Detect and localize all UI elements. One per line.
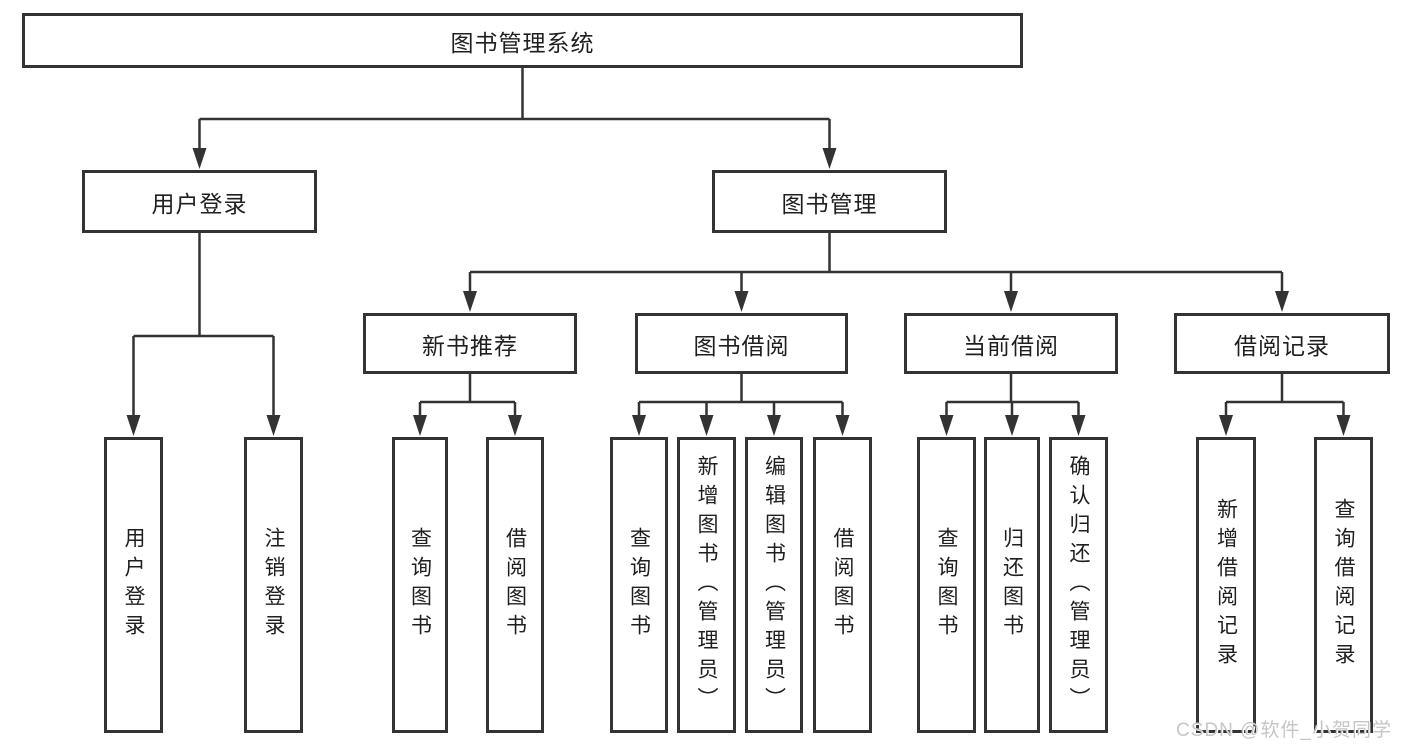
node-return-books-label: 归还图书 — [1000, 527, 1024, 643]
node-borrow-books-label: 借阅图书 — [831, 527, 854, 643]
arrowhead — [192, 148, 207, 169]
arrowhead — [1275, 291, 1289, 312]
node-current-query-books: 查询图书 — [917, 437, 976, 733]
arrowhead — [632, 415, 646, 436]
node-borrow-books: 借阅图书 — [813, 437, 872, 733]
node-logout-label: 注销登录 — [262, 527, 285, 643]
arrowhead — [699, 415, 714, 436]
node-recommend-borrow-books: 借阅图书 — [486, 437, 544, 733]
node-edit-books-admin-label: 编辑图书（管理员） — [762, 454, 786, 716]
arrowhead — [463, 291, 477, 312]
node-user-login: 用户登录 — [104, 437, 163, 733]
node-book-management-module-label: 图书管理 — [781, 190, 878, 217]
arrowhead — [767, 415, 781, 436]
arrowhead — [413, 415, 427, 436]
connector-strokes — [132, 68, 1345, 418]
node-book-borrow: 图书借阅 — [635, 313, 848, 374]
arrowhead — [734, 291, 749, 312]
node-book-management-system: 图书管理系统 — [22, 13, 1023, 68]
node-borrow-query-books-label: 查询图书 — [627, 527, 651, 643]
node-add-books-admin-label: 新增图书（管理员） — [695, 454, 718, 716]
node-current-borrow: 当前借阅 — [904, 313, 1118, 374]
arrowhead — [939, 415, 954, 436]
csdn-watermark: CSDN @软件_小贺同学 — [1176, 720, 1392, 741]
node-logout: 注销登录 — [244, 437, 303, 733]
node-borrow-query-books: 查询图书 — [610, 437, 668, 733]
node-confirm-return-admin-label: 确认归还（管理员） — [1067, 454, 1090, 716]
node-current-query-books-label: 查询图书 — [935, 527, 958, 643]
arrowhead — [822, 148, 837, 169]
arrowhead — [1071, 415, 1086, 436]
node-add-borrow-record: 新增借阅记录 — [1196, 437, 1256, 733]
node-new-book-recommend: 新书推荐 — [363, 313, 577, 374]
node-book-management-system-label: 图书管理系统 — [450, 29, 595, 56]
node-query-borrow-record-label: 查询借阅记录 — [1332, 498, 1355, 672]
node-recommend-borrow-books-label: 借阅图书 — [503, 527, 527, 643]
node-new-book-recommend-label: 新书推荐 — [422, 332, 518, 359]
arrowhead — [1219, 415, 1233, 436]
node-user-login-label: 用户登录 — [122, 527, 145, 643]
node-user-login-module: 用户登录 — [82, 170, 317, 233]
arrowhead — [1005, 415, 1019, 436]
node-return-books: 归还图书 — [984, 437, 1040, 733]
node-current-borrow-label: 当前借阅 — [963, 332, 1059, 359]
node-query-borrow-record: 查询借阅记录 — [1314, 437, 1373, 733]
node-recommend-query-books: 查询图书 — [392, 437, 448, 733]
arrowhead — [1336, 415, 1351, 436]
arrowheads — [126, 148, 1351, 436]
arrowhead — [508, 415, 522, 436]
arrowhead — [835, 415, 850, 436]
node-user-login-module-label: 用户登录 — [151, 190, 248, 217]
node-borrow-records-label: 借阅记录 — [1234, 332, 1330, 359]
node-add-books-admin: 新增图书（管理员） — [677, 437, 736, 733]
node-edit-books-admin: 编辑图书（管理员） — [745, 437, 803, 733]
node-confirm-return-admin: 确认归还（管理员） — [1049, 437, 1108, 733]
node-borrow-records: 借阅记录 — [1174, 313, 1390, 374]
node-book-management-module: 图书管理 — [712, 170, 947, 233]
node-book-borrow-label: 图书借阅 — [693, 332, 790, 359]
arrowhead — [126, 415, 141, 436]
arrowhead — [1004, 291, 1018, 312]
node-add-borrow-record-label: 新增借阅记录 — [1214, 498, 1238, 672]
node-recommend-query-books-label: 查询图书 — [408, 527, 432, 643]
arrowhead — [266, 415, 281, 436]
